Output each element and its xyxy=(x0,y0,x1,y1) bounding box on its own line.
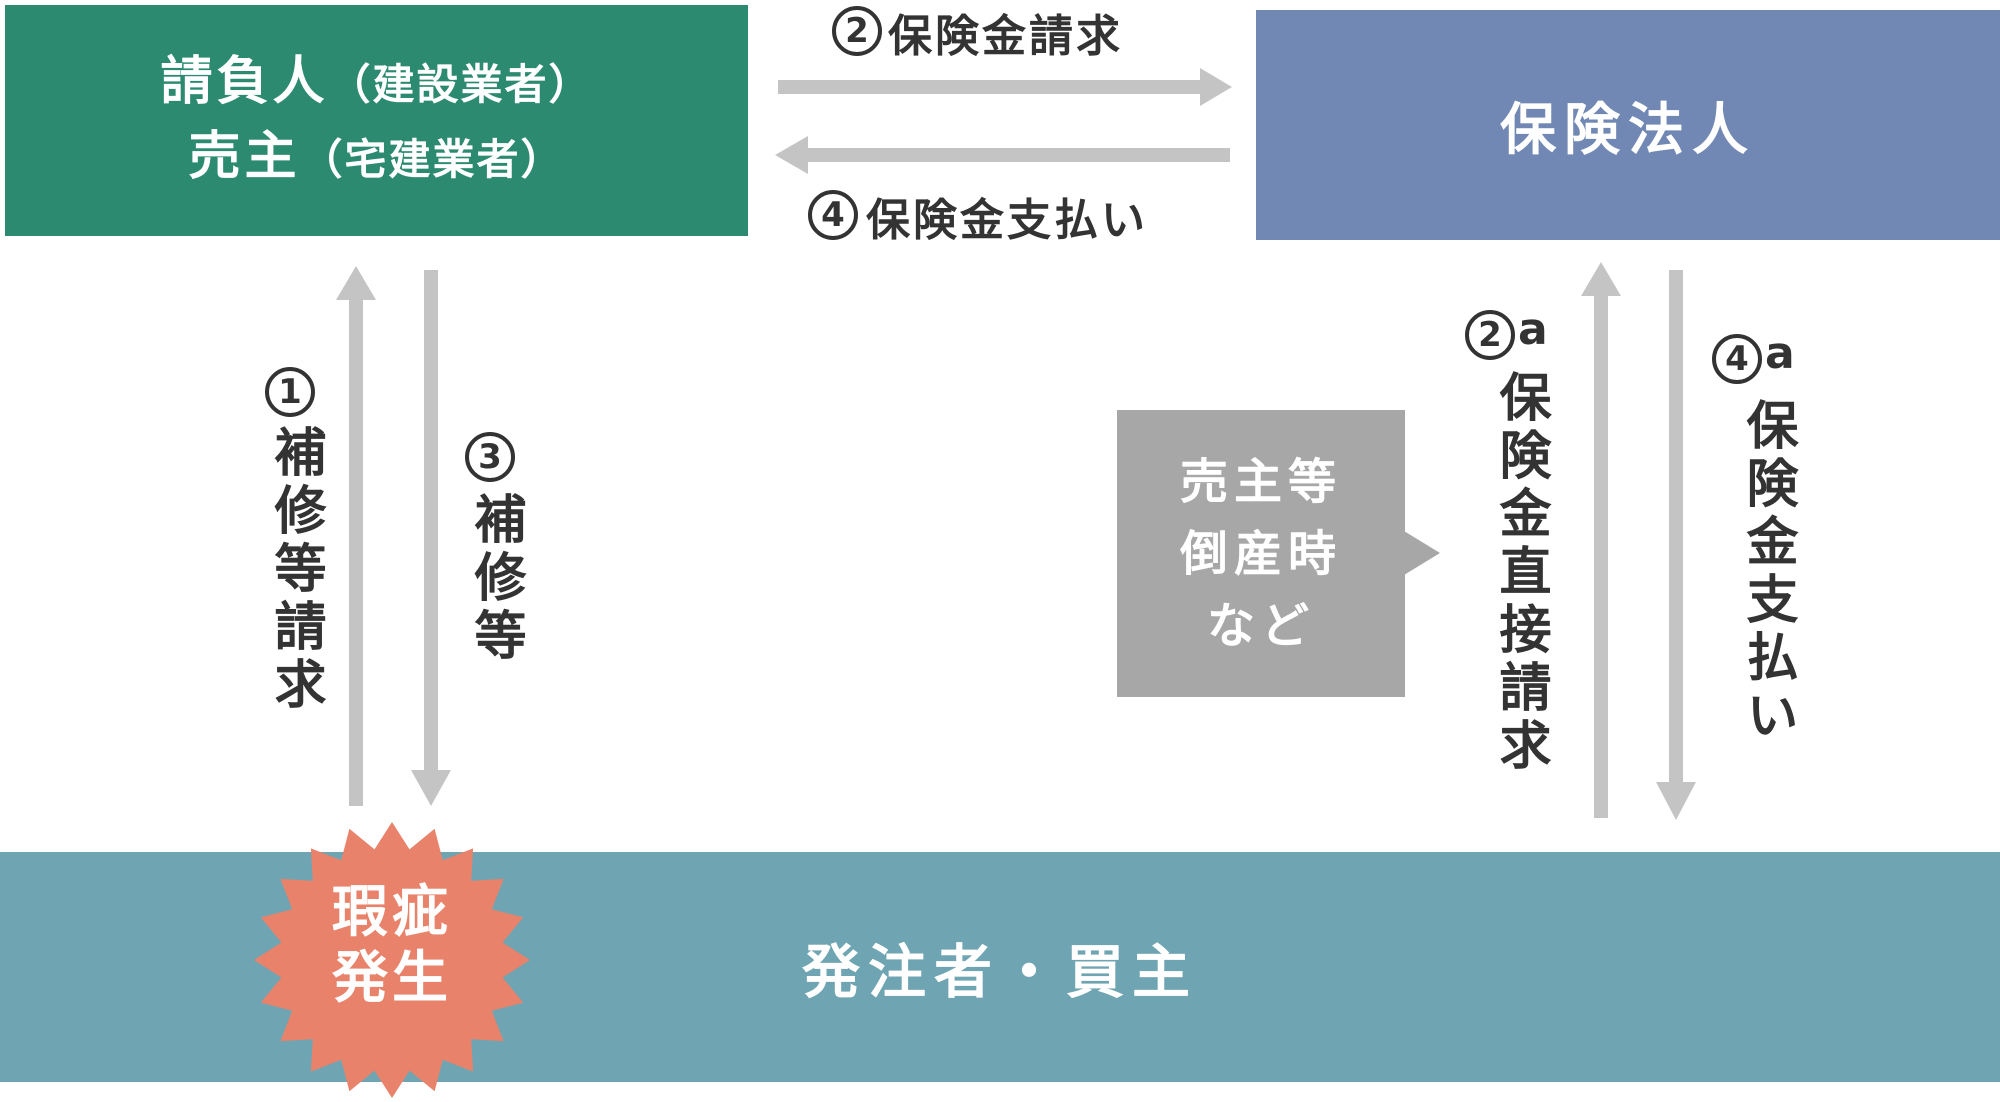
step-2-label: 保険金請求 xyxy=(888,11,1123,62)
step-4-label: 保険金支払い xyxy=(866,195,1148,246)
step-4a-label: 保険金支払い xyxy=(1737,398,1797,746)
step-2a-label: 保険金直接請求 xyxy=(1490,370,1550,776)
contractor-title: 請負人 xyxy=(160,51,329,112)
contractor-line-1: 請負人（建設業者） xyxy=(160,46,592,121)
bankruptcy-line-3: など xyxy=(1206,597,1315,654)
step-4a-suffix: a xyxy=(1765,328,1795,379)
seller-title: 売主 xyxy=(188,126,301,187)
arrow-repair xyxy=(411,270,451,806)
contractor-subtitle: （建設業者） xyxy=(328,59,593,109)
step-2a-badge: 2 xyxy=(1465,310,1515,360)
arrow-payment-to-contractor xyxy=(775,136,1230,174)
step-4-badge: 4 xyxy=(808,190,858,240)
step-2-badge: 2 xyxy=(832,6,882,56)
step-3-label: 補修等 xyxy=(465,492,525,666)
step-3-badge: 3 xyxy=(465,432,515,482)
buyer-label: 発注者・買主 xyxy=(801,938,1198,1006)
insurer-label: 保険法人 xyxy=(1500,97,1756,163)
bankruptcy-condition-box: 売主等 倒産時 など xyxy=(1117,410,1405,697)
defect-label: 瑕疵 発生 xyxy=(297,880,487,1012)
arrow-direct-payment xyxy=(1656,270,1696,820)
step-1-badge: 1 xyxy=(265,367,315,417)
defect-line-1: 瑕疵 xyxy=(332,880,452,945)
arrow-direct-claim xyxy=(1581,262,1621,818)
arrow-repair-request xyxy=(336,266,376,806)
bankruptcy-line-2: 倒産時 xyxy=(1179,525,1342,582)
step-2a-suffix: a xyxy=(1518,304,1548,355)
seller-subtitle: （宅建業者） xyxy=(300,134,565,184)
bankruptcy-line-1: 売主等 xyxy=(1179,453,1342,510)
step-1-label: 補修等請求 xyxy=(265,425,325,715)
bankruptcy-pointer xyxy=(1404,531,1440,575)
arrow-claim-to-insurer xyxy=(778,68,1232,106)
defect-line-2: 発生 xyxy=(332,946,452,1011)
seller-line: 売主（宅建業者） xyxy=(188,121,564,196)
step-4a-badge: 4 xyxy=(1712,334,1762,384)
defect-burst-icon xyxy=(254,822,530,1098)
insurer-box: 保険法人 xyxy=(1256,10,2000,240)
contractor-box: 請負人（建設業者） 売主（宅建業者） xyxy=(5,5,748,236)
